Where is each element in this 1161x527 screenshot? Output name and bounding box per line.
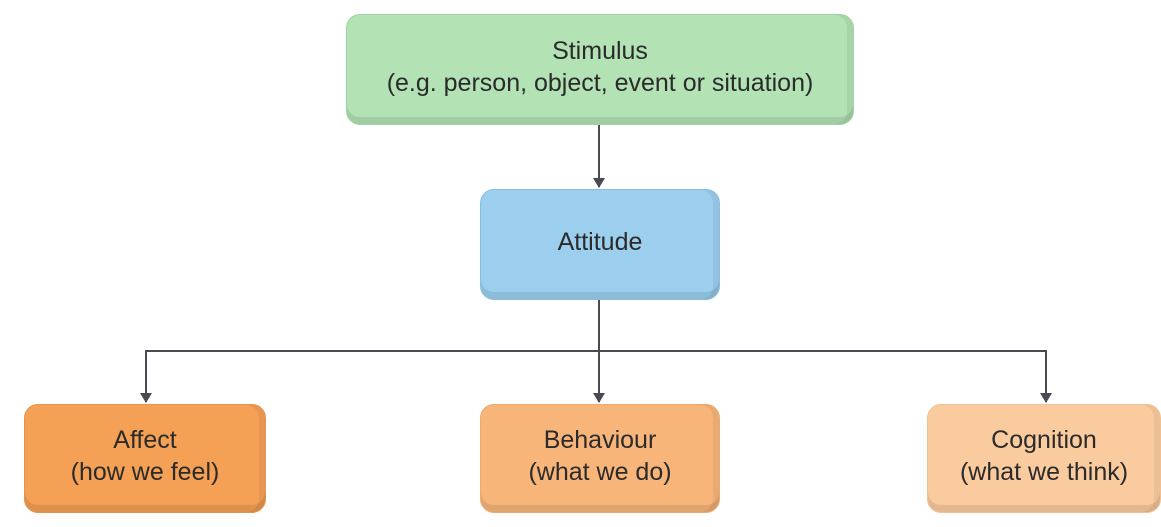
stimulus-node: Stimulus (e.g. person, object, event or …: [346, 14, 854, 125]
cognition-node: Cognition (what we think): [927, 404, 1161, 513]
behaviour-node: Behaviour (what we do): [480, 404, 720, 513]
stimulus-title: Stimulus: [552, 36, 648, 65]
attitude-node: Attitude: [480, 189, 720, 300]
stimulus-subtitle: (e.g. person, object, event or situation…: [386, 68, 814, 97]
affect-subtitle: (how we feel): [70, 457, 220, 486]
affect-title: Affect: [113, 425, 177, 454]
behaviour-title: Behaviour: [543, 425, 657, 454]
cognition-title: Cognition: [991, 425, 1097, 454]
affect-node: Affect (how we feel): [24, 404, 266, 513]
attitude-title: Attitude: [557, 227, 643, 256]
behaviour-subtitle: (what we do): [528, 457, 672, 486]
cognition-subtitle: (what we think): [959, 457, 1129, 486]
